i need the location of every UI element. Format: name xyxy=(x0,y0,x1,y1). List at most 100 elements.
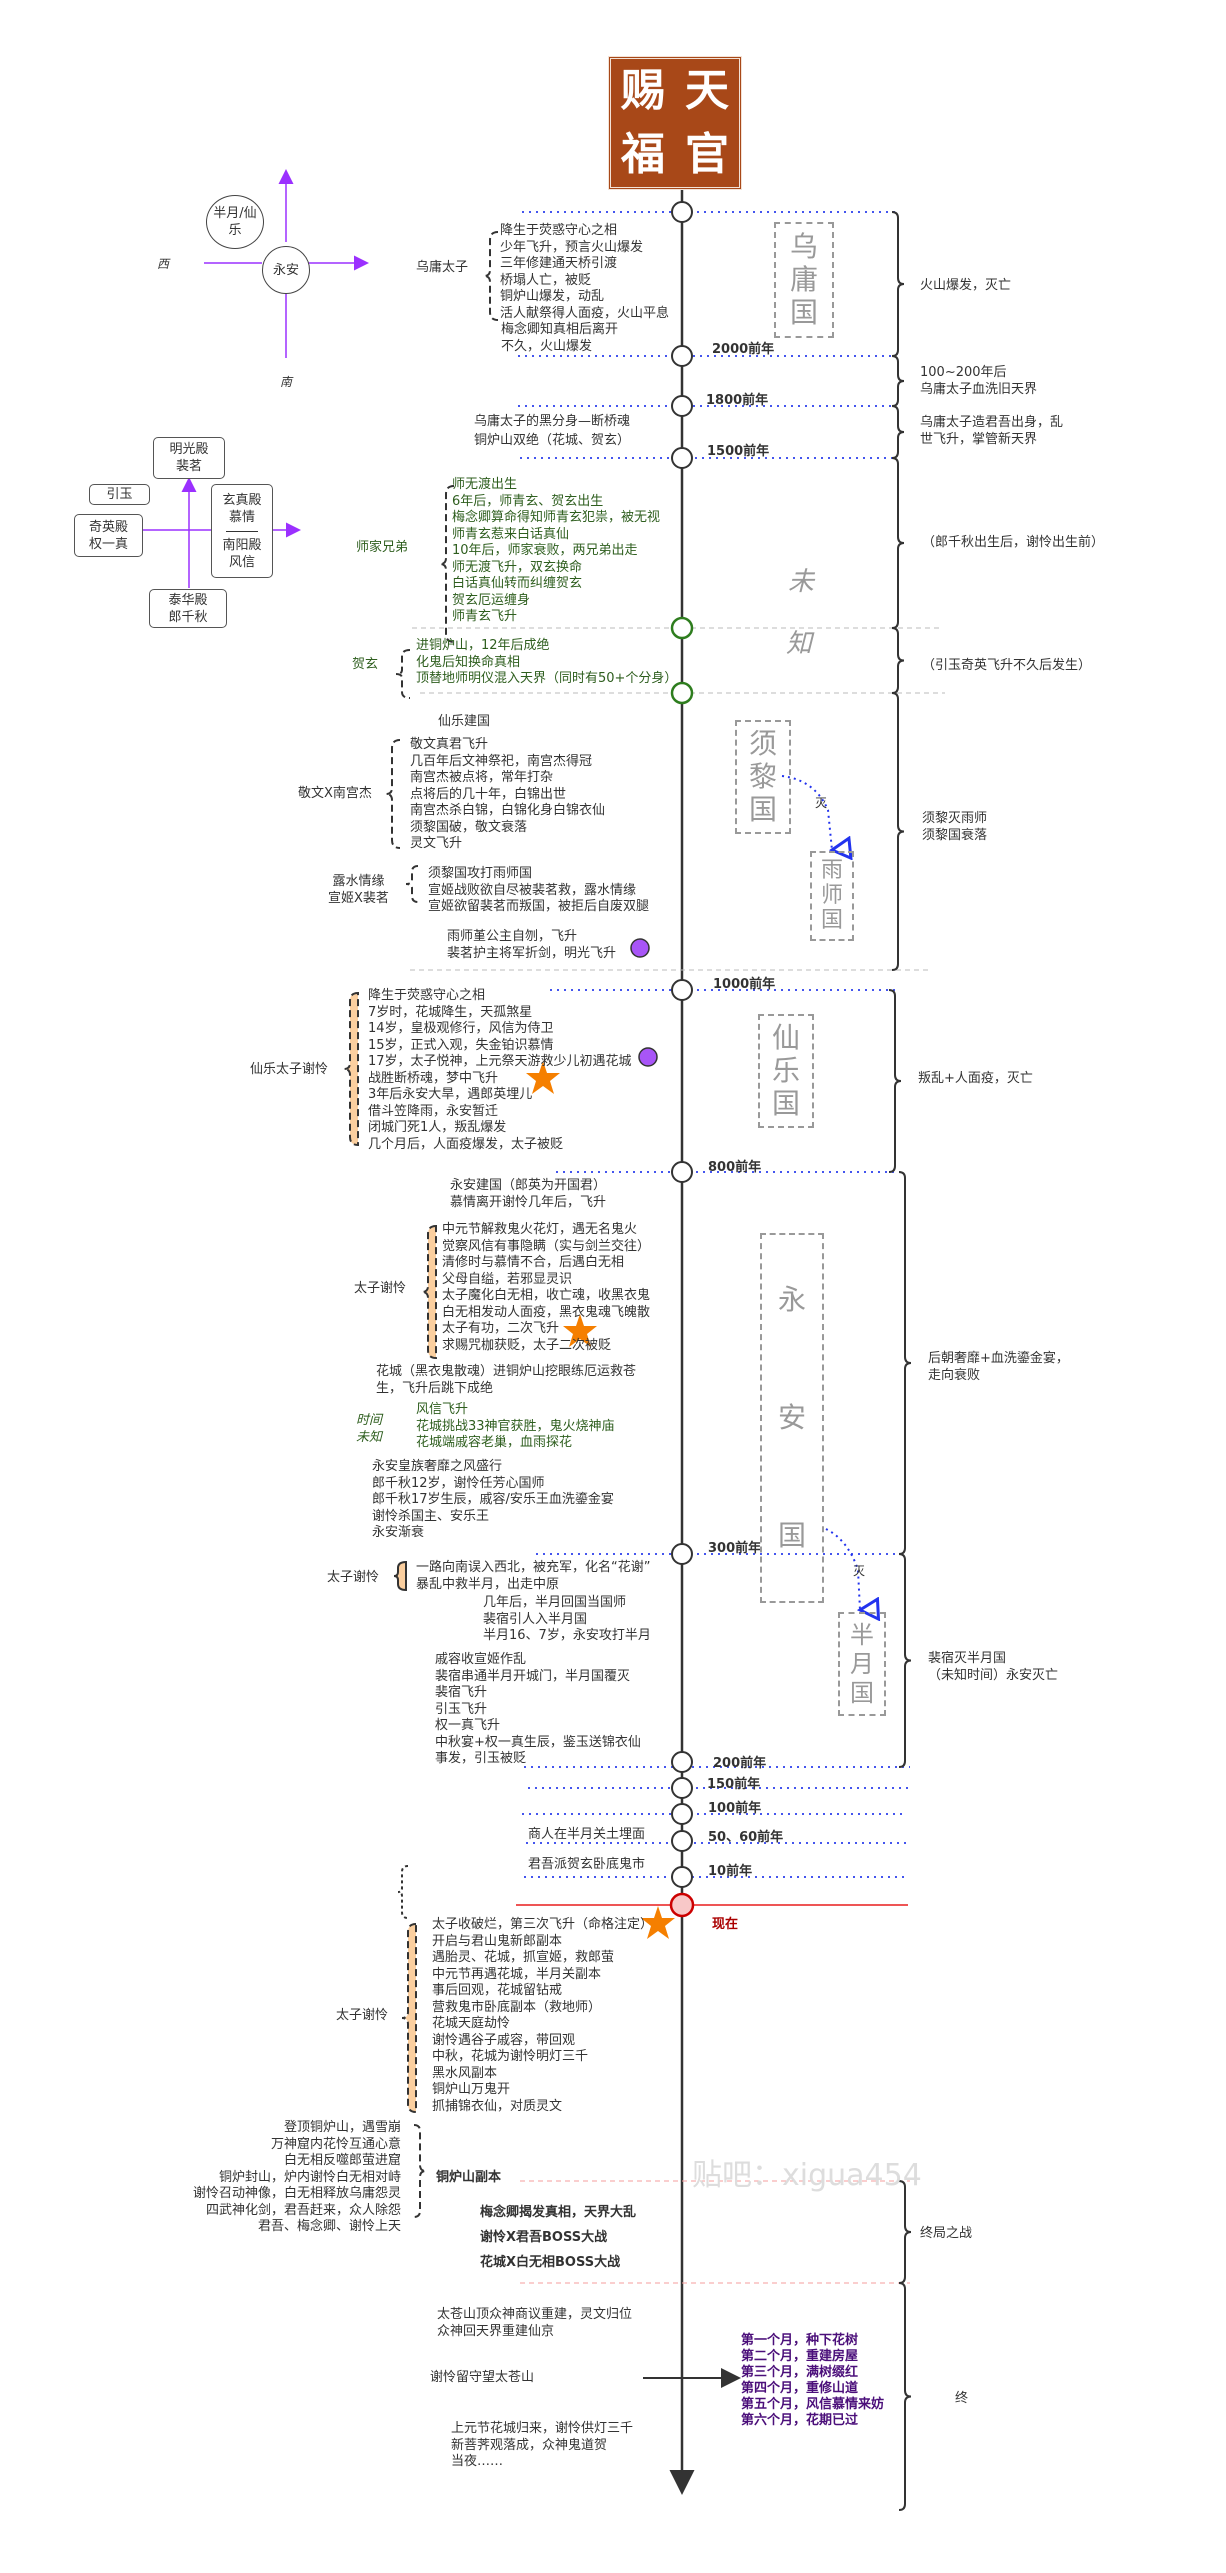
event-item: 灵文飞升 xyxy=(410,836,463,851)
event-item: 谢怜召动神像，白无相释放乌庸怨灵 xyxy=(192,2186,401,2201)
logo-char: 官 xyxy=(685,129,729,180)
country-char: 国 xyxy=(771,1086,800,1120)
event-item: 登顶铜炉山，遇雪崩 xyxy=(283,2120,401,2135)
event-item: 须黎国破，敬文衰落 xyxy=(410,819,528,835)
event-item: 权一真飞升 xyxy=(435,1718,501,1733)
country-char: 庸 xyxy=(789,262,818,296)
country-char: 安 xyxy=(777,1401,806,1434)
palace-label: 泰华殿 郎千秋 xyxy=(168,592,208,625)
event-item: 闭城门死1人，叛乱爆发 xyxy=(368,1120,507,1135)
right-braces-generated xyxy=(888,211,912,2511)
now-node xyxy=(669,1892,695,1918)
node-label: 半月/仙乐 xyxy=(213,206,257,238)
event-item: 少年飞升，预言火山爆发 xyxy=(500,239,644,255)
year-nodes xyxy=(671,201,693,1888)
right-brace xyxy=(891,692,905,971)
right-brace xyxy=(898,2282,912,2511)
event-list: 永安建国（郎英为开国君） 慕情离开谢怜几年后，飞升 xyxy=(450,1178,606,1211)
now-label: 现在 xyxy=(712,1917,739,1932)
event-item: 梅念卿知真相后离开 xyxy=(501,322,619,337)
right-brace xyxy=(898,1171,912,1555)
event-item: 花城端戚容老巢，血雨探花 xyxy=(416,1435,573,1450)
month-item: 第四个月，重修山道 xyxy=(741,2381,859,2396)
year-label: 1800前年 xyxy=(706,393,769,408)
country-char: 雨 xyxy=(820,858,843,884)
event-list: 乌庸太子的黑分身—断桥魂 铜炉山双绝（花城、贺玄） xyxy=(474,414,630,449)
event-item: 当夜…… xyxy=(451,2454,504,2469)
event-list: 降生于荧惑守心之相 7岁时，花城降生，天孤煞星 14岁，皇极观修行，风信为侍卫 … xyxy=(368,988,632,1153)
palace-qiying: 奇英殿 权一真 xyxy=(74,514,143,557)
event-item: 上元节花城归来，谢怜供灯三千 xyxy=(451,2421,634,2436)
event-item: 新菩荠观落成，众神鬼道贺 xyxy=(451,2437,608,2453)
group-label: 太子谢怜 xyxy=(354,1281,407,1296)
event-item: 开启与君山鬼新郎副本 xyxy=(432,1933,563,1949)
event-item: 战胜断桥魂，梦中飞升 xyxy=(368,1070,499,1086)
event-item: 慕情离开谢怜几年后，飞升 xyxy=(450,1194,607,1210)
direction-west: 西 xyxy=(157,257,170,271)
country-char: 半 xyxy=(850,1620,874,1649)
summary-lang-qianqiu: （郎千秋出生后，谢怜出生前） xyxy=(922,535,1105,550)
year-label: 300前年 xyxy=(708,1541,762,1556)
group-label: 贺玄 xyxy=(352,657,379,672)
event-item: 戚容收宣姬作乱 xyxy=(435,1652,527,1667)
event-item: 桥塌人亡，被贬 xyxy=(500,272,592,288)
country-char: 乐 xyxy=(771,1053,800,1087)
group-label: 露水情缘 宣姬X裴茗 xyxy=(328,874,389,906)
event-item: 父母自缢，若邪显灵识 xyxy=(442,1271,573,1287)
event-item: 抓捕锦衣仙，对质灵文 xyxy=(432,2098,563,2114)
destroy-label: 灭 xyxy=(815,796,828,810)
summary-xuli: 须黎灭雨师 须黎国衰落 xyxy=(922,811,988,843)
event-item: 宣姬战败欲自尽被裴茗救，露水情缘 xyxy=(428,882,637,898)
event-item: 须黎国攻打雨师国 xyxy=(428,866,533,881)
summary-yongan: 后朝奢靡+血洗鎏金宴， 走向衰败 xyxy=(928,1351,1069,1383)
event-item: 永安渐衰 xyxy=(372,1525,425,1540)
right-brace xyxy=(891,211,905,357)
month-item: 第六个月，花期已过 xyxy=(741,2413,859,2428)
palace-arrows xyxy=(142,477,301,588)
event-list: 花城（黑衣鬼散魂）进铜炉山挖眼练厄运救苍 生，飞升后跳下成绝 xyxy=(376,1364,636,1397)
event-list: 戚容收宣姬作乱 裴宿串通半月开城门，半月国覆灭 裴宿飞升 引玉飞升 权一真飞升 … xyxy=(435,1652,641,1768)
right-brace xyxy=(888,989,902,1173)
palace-label: 奇英殿 权一真 xyxy=(88,519,128,552)
event-item: 师无渡出生 xyxy=(452,477,518,492)
event-item: 白无相反噬郎萤进窟 xyxy=(283,2153,401,2168)
event-item: 太苍山顶众神商议重建，灵文归位 xyxy=(437,2307,633,2322)
event-item: 17岁，太子悦神，上元祭天游救少儿初遇花城 xyxy=(368,1054,632,1069)
orange-brackets xyxy=(343,991,437,2114)
right-brace xyxy=(891,355,905,407)
event-item: 永安建国（郎英为开国君） xyxy=(450,1178,607,1193)
destroy-label: 灭 xyxy=(853,1564,866,1578)
event-item: 事后回观，花城留钻戒 xyxy=(432,1983,563,1998)
event-item: 郎千秋12岁，谢怜任芳心国师 xyxy=(372,1475,545,1491)
country-wuyong: 乌庸国 xyxy=(774,222,834,338)
summary-wuyong: 火山爆发，灭亡 xyxy=(920,278,1012,293)
node-label: 永安 xyxy=(272,262,299,278)
country-char: 黎 xyxy=(748,759,777,793)
event-item: 花城X白无相BOSS大战 xyxy=(480,2255,621,2270)
event-item: 暴乱中救半月，出走中原 xyxy=(416,1576,560,1592)
country-yongan: 永安国 xyxy=(760,1233,824,1603)
event-item: 裴宿引人入半月国 xyxy=(483,1611,588,1627)
country-banyue: 半月国 xyxy=(838,1612,886,1716)
country-char: 师 xyxy=(820,882,843,908)
event-item: 铜炉山万鬼开 xyxy=(432,2082,511,2097)
event-list: 永安皇族奢靡之风盛行 郎千秋12岁，谢怜任芳心国师 郎千秋17岁生辰，戚容/安乐… xyxy=(372,1459,614,1542)
group-label: 师家兄弟 xyxy=(356,540,409,555)
event-item: 师无渡飞升，双玄换命 xyxy=(452,559,583,575)
event-item: 几年后，半月回国当国师 xyxy=(483,1595,627,1610)
event-item: 点将后的几十年，白锦出世 xyxy=(410,786,567,802)
palace-label: 南阳殿 风信 xyxy=(222,537,262,570)
country-char: 须 xyxy=(748,727,777,761)
event-item: 梅念卿算命得知师青玄犯祟，被无视 xyxy=(452,510,661,525)
palace-label: 明光殿 裴茗 xyxy=(169,442,209,474)
year-gridlines xyxy=(518,211,910,1878)
country-char: 国 xyxy=(850,1679,874,1708)
right-brace xyxy=(898,2180,912,2284)
event-list: 梅念卿揭发真相，天界大乱 谢怜X君吾BOSS大战 花城X白无相BOSS大战 xyxy=(480,2200,636,2275)
event-item: 半月16、7岁，永安攻打半月 xyxy=(483,1628,651,1643)
month-item: 第三个月，满树缀红 xyxy=(741,2365,859,2380)
event-text: 君吾派贺玄卧底鬼市 xyxy=(528,1857,646,1872)
event-list: 登顶铜炉山，遇雪崩 万神窟内花怜互通心意 白无相反噬郎萤进窟 铜炉封山，炉内谢怜… xyxy=(193,2120,401,2236)
right-brace xyxy=(891,405,905,459)
summary-banyue: 裴宿灭半月国 （未知时间）永安灭亡 xyxy=(928,1651,1059,1683)
